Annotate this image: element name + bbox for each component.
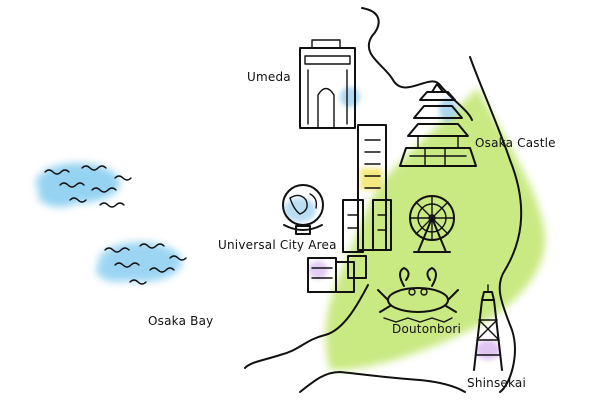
bldg-purple-wash: [308, 261, 328, 279]
ferris-wheel-icon: [409, 195, 455, 253]
label-osaka-bay: Osaka Bay: [148, 314, 214, 328]
globe-icon: [282, 184, 324, 235]
tower-yellow-wash: [360, 168, 382, 190]
coastline-outline: [244, 7, 523, 393]
label-osaka-castle: Osaka Castle: [475, 136, 556, 150]
label-universal-city-area: Universal City Area: [218, 238, 337, 252]
castle-blue-wash: [439, 98, 457, 122]
umeda-building-icon: [299, 39, 356, 129]
label-umeda: Umeda: [247, 70, 291, 84]
wave-marks-bottom: [104, 243, 187, 285]
tsutenkaku-tower-icon: [473, 284, 503, 371]
umeda-blue-wash: [340, 87, 360, 107]
label-shinsekai: Shinsekai: [467, 376, 527, 390]
crab-icon: [377, 267, 459, 323]
small-buildings-icon: [307, 255, 367, 293]
osaka-castle-icon: [399, 83, 477, 167]
shinsekai-purple-wash: [476, 340, 500, 360]
wave-marks-top: [44, 165, 132, 208]
label-doutonbori: Doutonbori: [392, 322, 462, 336]
central-towers-icon: [342, 124, 392, 253]
